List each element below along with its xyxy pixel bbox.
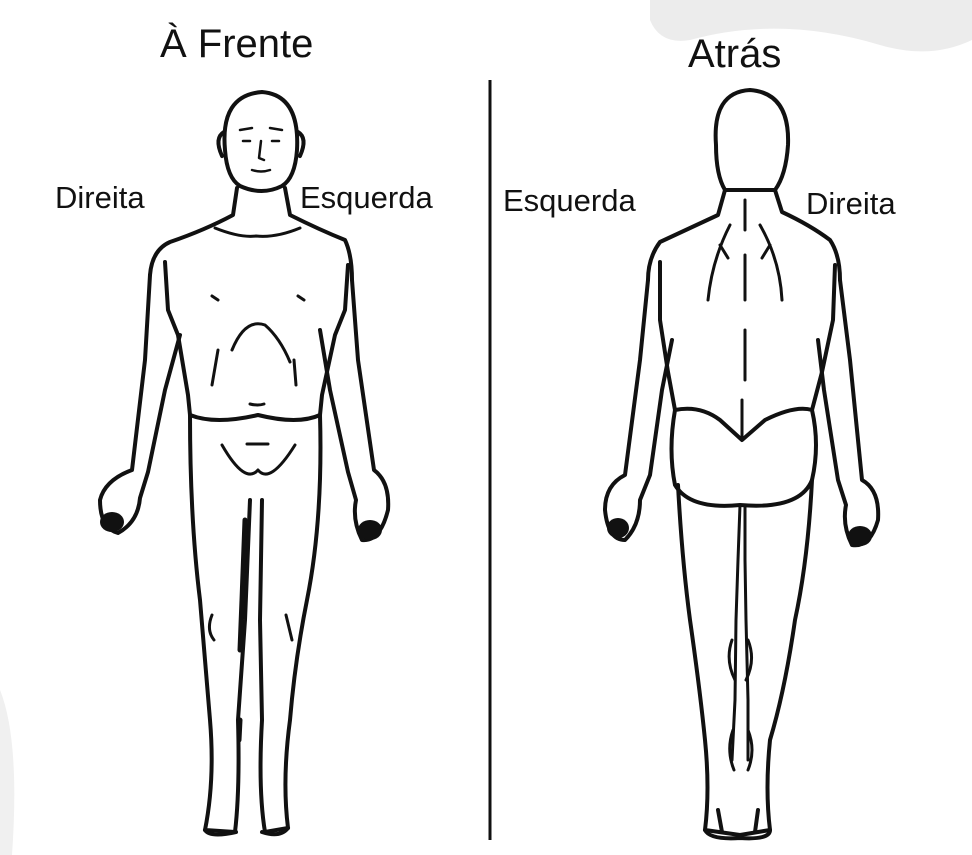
front-arm-left — [320, 280, 388, 540]
front-face-features — [240, 128, 282, 172]
front-hand-right-shade — [100, 512, 124, 532]
back-arm-right — [818, 280, 878, 545]
back-torso-outline — [660, 262, 835, 410]
back-right-side-label: Direita — [806, 186, 896, 222]
back-buttocks — [672, 409, 817, 506]
front-chest-details — [212, 296, 304, 385]
back-hand-right-shade — [848, 526, 872, 546]
front-right-side-label: Direita — [55, 180, 145, 216]
hand-shading — [100, 512, 872, 546]
front-left-side-label: Esquerda — [300, 180, 433, 216]
front-view-title: À Frente — [160, 22, 313, 67]
back-hand-left-shade — [607, 518, 629, 538]
back-left-side-label: Esquerda — [503, 183, 636, 219]
front-hand-left-shade — [358, 520, 382, 540]
back-head-outline — [716, 90, 788, 190]
front-hips — [190, 415, 320, 420]
corner-decoration-bottom-left — [0, 690, 14, 855]
back-inner-leg-lines — [732, 505, 748, 760]
back-view-title: Atrás — [688, 32, 781, 77]
front-clavicle — [215, 228, 300, 236]
front-knees — [209, 615, 292, 640]
back-spine — [742, 200, 745, 440]
